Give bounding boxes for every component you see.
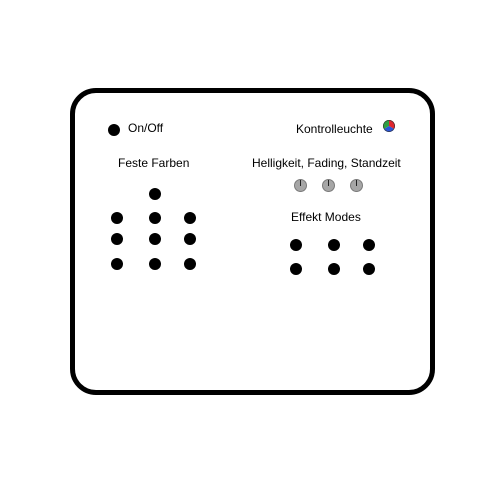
color-button-r1-c3[interactable] bbox=[184, 212, 196, 224]
effect-button-r1-c1[interactable] bbox=[290, 239, 302, 251]
color-button-top[interactable] bbox=[149, 188, 161, 200]
effect-button-r2-c2[interactable] bbox=[328, 263, 340, 275]
effect-button-r1-c2[interactable] bbox=[328, 239, 340, 251]
color-button-r1-c1[interactable] bbox=[111, 212, 123, 224]
color-button-r2-c2[interactable] bbox=[149, 233, 161, 245]
color-button-r2-c1[interactable] bbox=[111, 233, 123, 245]
color-button-r3-c1[interactable] bbox=[111, 258, 123, 270]
color-button-r1-c2[interactable] bbox=[149, 212, 161, 224]
color-button-r3-c3[interactable] bbox=[184, 258, 196, 270]
standzeit-knob[interactable] bbox=[350, 179, 363, 192]
effect-button-r2-c3[interactable] bbox=[363, 263, 375, 275]
effekt-modes-label: Effekt Modes bbox=[291, 210, 361, 224]
helligkeit-label: Helligkeit, Fading, Standzeit bbox=[252, 156, 401, 170]
controller-panel bbox=[70, 88, 435, 395]
color-button-r3-c2[interactable] bbox=[149, 258, 161, 270]
on-off-label: On/Off bbox=[128, 121, 164, 135]
color-button-r2-c3[interactable] bbox=[184, 233, 196, 245]
rgb-indicator-icon bbox=[383, 120, 395, 132]
brightness-knob[interactable] bbox=[294, 179, 307, 192]
kontrollleuchte-label: Kontrolleuchte bbox=[296, 122, 373, 136]
effect-button-r1-c3[interactable] bbox=[363, 239, 375, 251]
on-off-button[interactable] bbox=[108, 124, 120, 136]
fading-knob[interactable] bbox=[322, 179, 335, 192]
effect-button-r2-c1[interactable] bbox=[290, 263, 302, 275]
feste-farben-label: Feste Farben bbox=[118, 156, 190, 170]
